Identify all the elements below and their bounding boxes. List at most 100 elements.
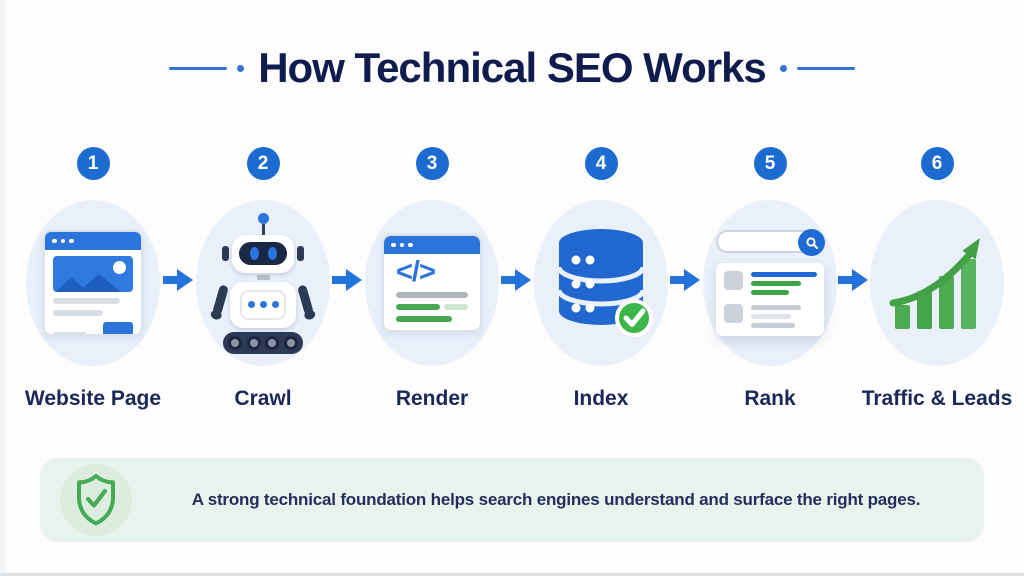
window-content: </> xyxy=(384,254,480,330)
growth-chart-icon xyxy=(889,238,980,329)
result-row xyxy=(724,304,816,328)
step-index: 4 Index xyxy=(519,147,683,411)
robot-eye xyxy=(267,247,277,260)
step-rank: 5 xyxy=(688,147,852,411)
text-line xyxy=(396,292,468,299)
robot-chest-panel xyxy=(240,289,286,320)
step-icon-bubble: </> xyxy=(365,200,499,366)
results-card xyxy=(716,263,824,336)
text-line xyxy=(751,314,791,319)
step-label: Traffic & Leads xyxy=(861,387,1013,410)
code-window-icon: </> xyxy=(382,234,482,332)
decor-line xyxy=(169,66,228,70)
step-number-badge: 1 xyxy=(76,147,110,180)
step-number-badge: 6 xyxy=(920,147,954,180)
step-number-badge: 5 xyxy=(753,147,787,180)
code-glyph: </> xyxy=(396,256,436,288)
search-button xyxy=(798,229,825,256)
title-decor-left xyxy=(169,64,245,72)
antenna-ball xyxy=(257,212,269,224)
step-number-badge: 3 xyxy=(415,147,449,180)
flow-arrow-icon xyxy=(501,269,531,291)
track-wheel xyxy=(246,335,261,350)
text-line xyxy=(396,304,440,311)
step-label: Rank xyxy=(744,387,796,410)
step-icon-bubble xyxy=(534,200,668,366)
window-dot xyxy=(408,242,413,248)
text-line xyxy=(751,272,817,277)
step-number-badge: 2 xyxy=(246,147,280,180)
decor-dot xyxy=(237,64,245,72)
website-page-icon xyxy=(43,230,143,336)
step-icon-bubble xyxy=(196,200,330,366)
panel-dot xyxy=(247,301,255,308)
footer-banner: A strong technical foundation helps sear… xyxy=(40,458,984,542)
result-thumbnail xyxy=(724,304,743,323)
text-line xyxy=(751,305,801,310)
track-wheel xyxy=(227,335,242,350)
step-website-page: 1 xyxy=(11,147,175,411)
search-bar xyxy=(716,229,825,256)
step-label: Website Page xyxy=(24,387,162,410)
robot-track xyxy=(223,331,303,354)
step-number-badge: 4 xyxy=(584,147,618,180)
decor-dot xyxy=(779,64,787,72)
antenna-stem xyxy=(261,223,265,235)
growth-arrow-icon xyxy=(889,251,973,307)
step-label: Crawl xyxy=(234,387,292,410)
text-line xyxy=(53,310,103,316)
text-button-row xyxy=(53,322,133,334)
text-line xyxy=(53,298,121,304)
text-line xyxy=(751,290,789,295)
step-icon-bubble xyxy=(703,200,837,366)
database-check-icon xyxy=(556,229,653,337)
step-label: Render xyxy=(395,387,469,410)
robot-eye xyxy=(249,247,259,260)
window-dot xyxy=(52,238,57,244)
result-lines xyxy=(751,304,801,328)
result-lines xyxy=(751,271,817,295)
robot-arm xyxy=(212,283,229,316)
window-dot xyxy=(399,242,404,248)
step-icon-bubble xyxy=(870,200,1004,366)
window-dot xyxy=(69,238,74,244)
robot-head xyxy=(222,234,304,273)
panel-dot xyxy=(271,301,279,308)
robot-arm xyxy=(297,283,314,316)
image-placeholder xyxy=(53,256,133,292)
search-results-icon xyxy=(716,229,825,336)
track-wheel xyxy=(265,335,280,350)
shield-check-icon xyxy=(77,474,115,526)
step-render: 3 </> xyxy=(350,147,514,411)
result-row xyxy=(724,271,817,295)
result-thumbnail xyxy=(724,271,743,290)
text-line xyxy=(751,323,795,328)
title-row: How Technical SEO Works xyxy=(0,44,1024,92)
robot-neck xyxy=(256,274,270,280)
step-label: Index xyxy=(573,387,629,410)
text-line xyxy=(444,304,468,311)
flow-arrow-icon xyxy=(670,269,700,291)
robot-ear xyxy=(297,245,304,261)
text-line-row xyxy=(396,304,468,311)
shield-circle xyxy=(60,464,132,536)
left-edge-strip xyxy=(0,0,6,576)
step-traffic-leads: 6 Traffic & Leads xyxy=(855,147,1019,411)
page-button xyxy=(103,322,133,334)
robot-ear xyxy=(222,245,229,261)
window-titlebar xyxy=(384,236,480,254)
check-badge-icon xyxy=(615,299,653,337)
step-crawl: 2 xyxy=(181,147,345,411)
robot-icon xyxy=(212,212,314,354)
mountains-icon xyxy=(54,274,122,292)
sun-icon xyxy=(113,261,126,274)
window-titlebar xyxy=(45,232,141,250)
flow-arrow-icon xyxy=(332,269,362,291)
text-line xyxy=(751,281,801,286)
footer-message: A strong technical foundation helps sear… xyxy=(191,490,921,509)
decor-line xyxy=(796,66,855,70)
title-decor-right xyxy=(779,64,855,72)
flow-arrow-icon xyxy=(163,269,193,291)
step-icon-bubble xyxy=(26,200,160,366)
window-content xyxy=(45,250,141,334)
